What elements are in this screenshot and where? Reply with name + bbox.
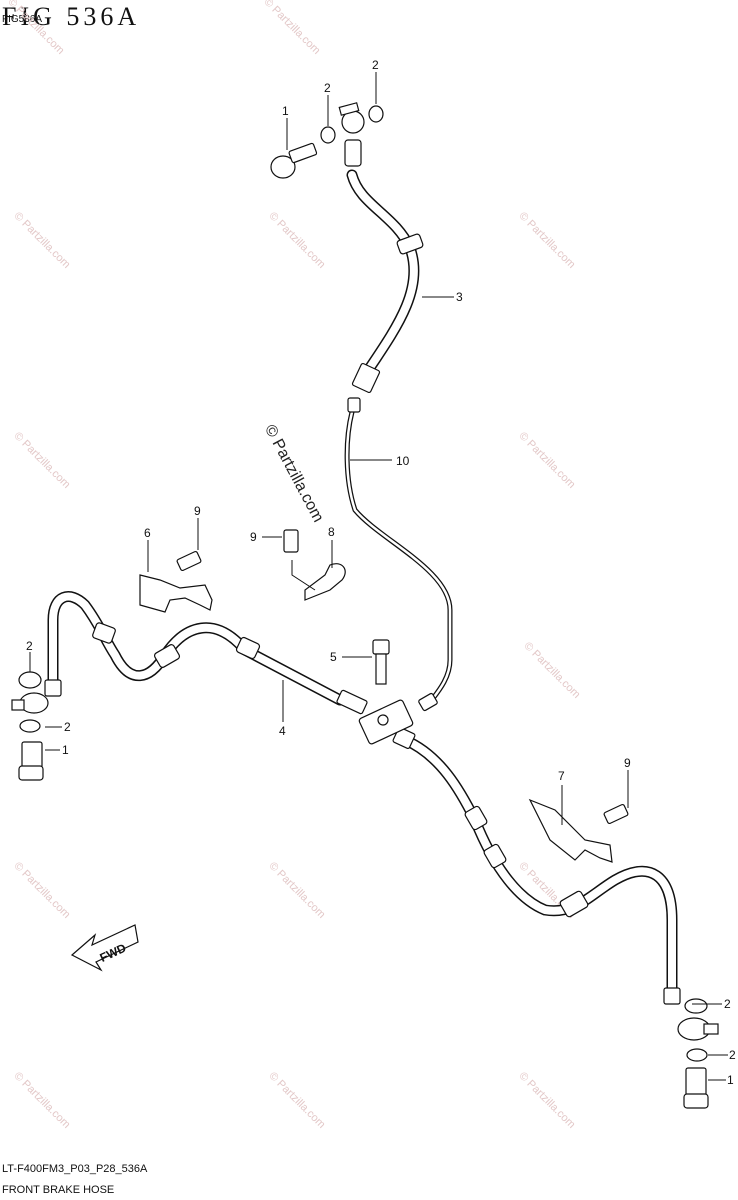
left-banjo-fitting [11, 671, 49, 714]
callout-1-right: 1 [727, 1073, 734, 1087]
right-brake-hose [392, 727, 681, 1005]
forward-direction-arrow: FWD [70, 924, 139, 972]
callout-8: 8 [328, 525, 335, 539]
callout-4: 4 [279, 724, 286, 738]
callout-6: 6 [144, 526, 151, 540]
top-washer-a [320, 126, 336, 144]
callout-9-a: 9 [194, 504, 201, 518]
left-brake-hose [44, 591, 368, 715]
callout-7: 7 [558, 769, 565, 783]
right-washer [686, 1048, 708, 1062]
top-washer-b [368, 105, 384, 123]
left-washer [19, 719, 41, 733]
figure-code: LT-F400FM3_P03_P28_536A [2, 1163, 148, 1175]
callout-5: 5 [330, 650, 337, 664]
callout-2-left-a: 2 [26, 639, 33, 653]
right-banjo-fitting [677, 998, 719, 1041]
callout-9-b: 9 [250, 530, 257, 544]
callout-10: 10 [396, 454, 410, 468]
figure-caption: FRONT BRAKE HOSE [2, 1184, 115, 1196]
callout-2-top-b: 2 [372, 58, 379, 72]
callout-3: 3 [456, 290, 463, 304]
left-union-bolt [18, 741, 44, 781]
bracket-bolt-b [283, 529, 299, 553]
callout-2-top-a: 2 [324, 81, 331, 95]
top-union-bolt [270, 142, 318, 179]
callout-2-left-b: 2 [64, 720, 71, 734]
pipe-clamp [304, 563, 346, 601]
right-hose-bracket [528, 798, 613, 863]
left-hose-bracket [139, 574, 213, 613]
figure-subcode: FIG536A [2, 14, 43, 25]
callout-2-right-b: 2 [729, 1048, 736, 1062]
upper-brake-hose [344, 139, 424, 394]
callout-1-top: 1 [282, 104, 289, 118]
figure-title: FIG 536A [2, 2, 141, 31]
right-union-bolt [683, 1067, 709, 1109]
bracket-bolt-a [176, 550, 202, 572]
callout-9-c: 9 [624, 756, 631, 770]
metal-brake-pipe [344, 397, 453, 712]
joint-mounting-bolt [372, 639, 390, 685]
callout-1-left: 1 [62, 743, 69, 757]
upper-banjo-fitting [338, 102, 365, 134]
bracket-bolt-c [603, 803, 629, 825]
three-way-joint [358, 699, 414, 745]
callout-2-right-a: 2 [724, 997, 731, 1011]
